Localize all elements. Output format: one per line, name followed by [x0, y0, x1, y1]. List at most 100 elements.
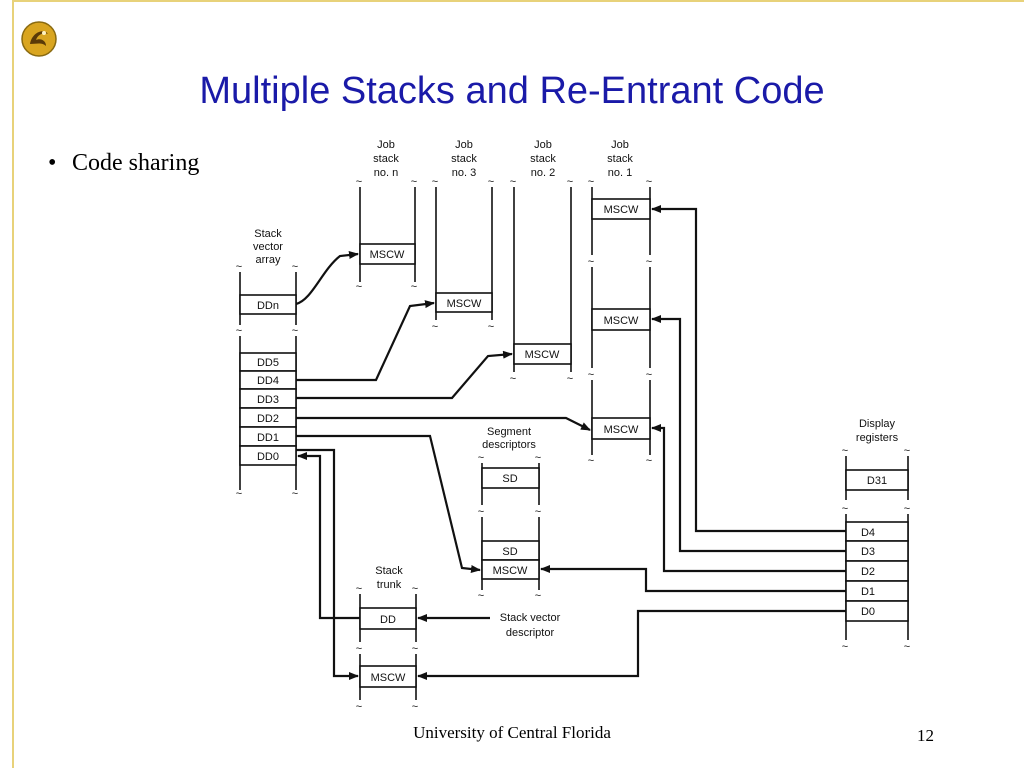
js-1-label-2: stack: [607, 153, 633, 165]
js-n-label-3: no. n: [374, 167, 398, 179]
arrow-d3-to-js1-mid: [651, 315, 846, 553]
sva-tilde: ~: [292, 325, 298, 337]
js-3-tilde: ~: [488, 176, 494, 188]
trunk-tilde: ~: [412, 643, 418, 655]
seg-tilde: ~: [478, 590, 484, 602]
js-2-label-3: no. 2: [531, 167, 555, 179]
js-1-cell-bot: [591, 417, 651, 440]
js-2-label-2: stack: [530, 153, 556, 165]
trunk-label-2: trunk: [377, 579, 402, 591]
disp-cell-d0: [845, 600, 909, 622]
seg-label-1: Segment: [487, 426, 531, 438]
trunk-tilde: ~: [412, 583, 418, 595]
sva-cell-dd4-text: DD4: [257, 375, 279, 387]
arrow-dd4-to-js3: [296, 300, 435, 382]
js-n-tilde: ~: [356, 281, 362, 293]
arrow-dd2-to-js1: [296, 416, 591, 431]
slide-border: [12, 0, 1024, 768]
js-1-tilde: ~: [588, 256, 594, 268]
js-1-cell-top: [591, 198, 651, 220]
seg-tilde: ~: [535, 590, 541, 602]
trunk-label-1: Stack: [375, 565, 403, 577]
sva-tilde: ~: [236, 325, 242, 337]
trunk-tilde: ~: [356, 643, 362, 655]
arrow-d4-to-js1-top: [651, 205, 846, 533]
js-2-cell: [513, 343, 572, 365]
js-1-tilde: ~: [646, 176, 652, 188]
bullet-text: Code sharing: [72, 150, 200, 176]
arrow-d0-to-trunk: [417, 609, 846, 680]
js-1-cell-top-text: MSCW: [604, 204, 639, 216]
disp-cell-d31-text: D31: [867, 475, 887, 487]
page-number: 12: [917, 726, 934, 745]
js-3-tilde: ~: [432, 321, 438, 333]
js-3-label-2: stack: [451, 153, 477, 165]
bullet-item: • Code sharing: [48, 150, 199, 177]
slide-title: Multiple Stacks and Re-Entrant Code: [199, 70, 825, 112]
sva-label-2: vector: [253, 241, 283, 253]
trunk-tilde: ~: [356, 583, 362, 595]
disp-cell-d2-text: D2: [861, 566, 875, 578]
sva-tilde: ~: [236, 488, 242, 500]
disp-cell-d1-text: D1: [861, 586, 875, 598]
arrow-dd1-to-seg: [296, 434, 481, 573]
js-1-tilde: ~: [588, 176, 594, 188]
trunk-cell-mscw: [359, 665, 417, 688]
js-3-cell-text: MSCW: [447, 298, 482, 310]
js-1-cell-mid-text: MSCW: [604, 315, 639, 327]
js-3-tilde: ~: [488, 321, 494, 333]
disp-cell-d0-text: D0: [861, 606, 875, 618]
sva-label-1: Stack: [254, 228, 282, 240]
sva-label-3: array: [255, 254, 281, 266]
sva-cell-ddn-text: DDn: [257, 300, 279, 312]
sva-cell-dd1-text: DD1: [257, 432, 279, 444]
trunk-tilde: ~: [412, 701, 418, 713]
disp-cell-d4-text: D4: [861, 527, 875, 539]
js-3-tilde: ~: [432, 176, 438, 188]
seg-tilde: ~: [535, 506, 541, 518]
sva-tilde: ~: [236, 261, 242, 273]
disp-tilde: ~: [904, 445, 910, 457]
js-1-tilde: ~: [646, 369, 652, 381]
js-n-tilde: ~: [411, 281, 417, 293]
js-1-label-3: no. 1: [608, 167, 632, 179]
arrow-dd0-to-trunk: [296, 448, 359, 680]
sva-cell-dd0: [239, 445, 297, 466]
trunk-cell-dd-text: DD: [380, 614, 396, 626]
js-2-tilde: ~: [510, 176, 516, 188]
js-2-tilde: ~: [567, 176, 573, 188]
sva-cell-dd2-text: DD2: [257, 413, 279, 425]
disp-tilde: ~: [842, 641, 848, 653]
seg-tilde: ~: [535, 452, 541, 464]
stack-diagram: Stack vector array ~ ~ DDn ~ ~ DD5 DD4 D…: [236, 139, 910, 713]
js-n-tilde: ~: [356, 176, 362, 188]
trunk-cell-mscw-text: MSCW: [371, 672, 406, 684]
disp-cell-d4: [845, 521, 909, 542]
seg-cell-sd-1-text: SD: [502, 473, 517, 485]
arrow-ddn-to-jsn: [295, 251, 359, 306]
disp-cell-d3-text: D3: [861, 546, 875, 558]
seg-cell-sd-2-text: SD: [502, 546, 517, 558]
js-1-label-1: Job: [611, 139, 629, 151]
js-1-tilde: ~: [588, 369, 594, 381]
seg-tilde: ~: [478, 506, 484, 518]
sva-tilde: ~: [292, 488, 298, 500]
seg-cell-sd-1: [481, 467, 540, 489]
svd-label-1: Stack vector: [500, 612, 561, 624]
seg-cell-mscw-text: MSCW: [493, 565, 528, 577]
sva-cell-dd5-text: DD5: [257, 357, 279, 369]
seg-label-2: descriptors: [482, 439, 536, 451]
disp-tilde: ~: [904, 641, 910, 653]
arrow-dd-to-dd0: [297, 452, 360, 620]
disp-cell-d3: [845, 540, 909, 562]
js-3-cell: [435, 292, 493, 313]
bullet-dot: •: [48, 150, 57, 176]
js-1-cell-mid: [591, 308, 651, 331]
disp-label-1: Display: [859, 418, 896, 430]
disp-cell-d1: [845, 580, 909, 602]
disp-cell-d31: [845, 469, 909, 491]
js-3-label-1: Job: [455, 139, 473, 151]
disp-label-2: registers: [856, 432, 899, 444]
js-2-cell-text: MSCW: [525, 349, 560, 361]
disp-tilde: ~: [904, 503, 910, 515]
